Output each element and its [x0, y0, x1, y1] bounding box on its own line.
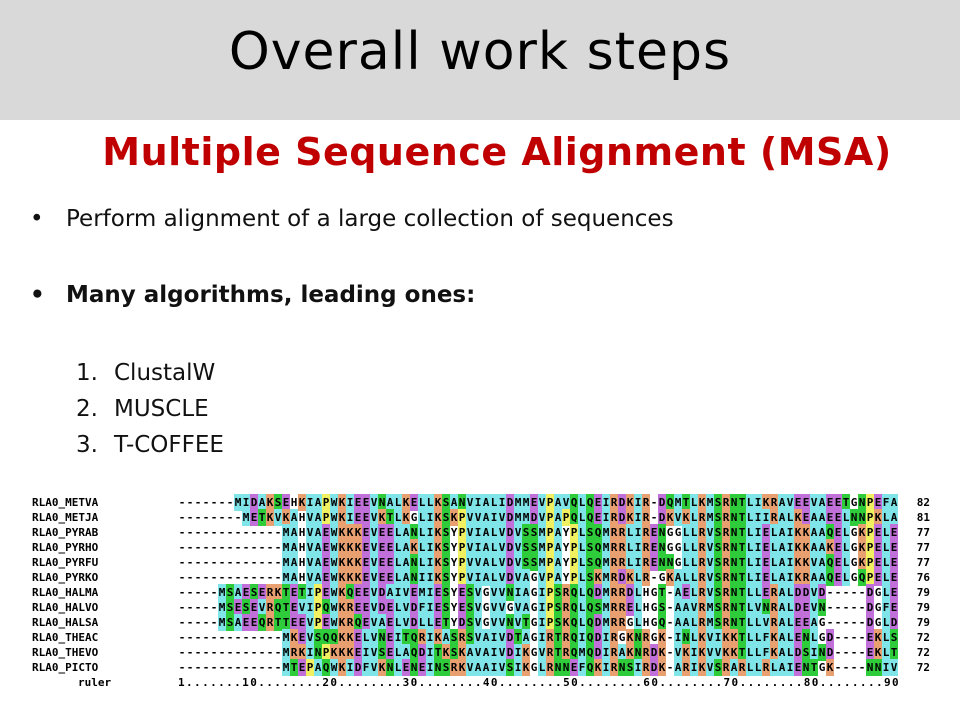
- sequence-name: RLA0_PICTO: [32, 661, 99, 674]
- slide-title: Overall work steps: [228, 22, 732, 82]
- sequence-residues: -------------MAHVAEWKKKEVEELANLIKSYPVIAL…: [178, 524, 898, 541]
- sequence-length: 72: [916, 661, 930, 674]
- sequence-length: 72: [916, 631, 930, 644]
- sequence-name: RLA0_THEVO: [32, 646, 99, 659]
- sequence-name: RLA0_PYRHO: [32, 541, 99, 554]
- alignment-row: RLA0_PYRKO -------------MAHVAEWKKKEVEELAN…: [28, 569, 932, 586]
- alignment-row: RLA0_PICTO -------------MTEPAQWKIDFVKNLEN…: [28, 659, 932, 676]
- sequence-name: ruler: [78, 676, 112, 689]
- sequence-length: 79: [916, 586, 930, 599]
- title-bar: [0, 0, 960, 120]
- alignment-row: RLA0_PYRAB -------------MAHVAEWKKKEVEELAN…: [28, 524, 932, 541]
- alignment-row: RLA0_HALMA -----MSAESERKTETIPEWKQEEVDAIVE…: [28, 584, 932, 601]
- alignment-row: RLA0_THEAC -------------MKEVSQQKKELVNEITQ…: [28, 629, 932, 646]
- sequence-residues: -----MSESEVRQTEVIPQWKREEVDELVDFIESYESVGV…: [178, 599, 898, 616]
- sequence-length: 77: [916, 556, 930, 569]
- alignment-row: RLA0_HALVO -----MSESEVRQTEVIPQWKREEVDELVD…: [28, 599, 932, 616]
- algorithm-number: 1.: [76, 360, 98, 386]
- sequence-length: 79: [916, 601, 930, 614]
- algorithm-item: 3. T-COFFEE: [76, 432, 224, 458]
- sequence-name: RLA0_PYRFU: [32, 556, 99, 569]
- sequence-name: RLA0_METJA: [32, 511, 99, 524]
- sequence-residues: -----MSAEEQRTTEEVPEWKRQEVAELVDLLETYDSVGV…: [178, 614, 898, 631]
- sequence-length: 77: [916, 541, 930, 554]
- sequence-residues: -------------MAHVAEWKKKEVEELANIIKSYPVIAL…: [178, 569, 898, 586]
- sequence-name: RLA0_HALSA: [32, 616, 99, 629]
- sequence-name: RLA0_HALMA: [32, 586, 99, 599]
- sequence-residues: -------------MKEVSQQKKELVNEITQRIKASRSVAI…: [178, 629, 898, 646]
- sequence-length: 82: [916, 496, 930, 509]
- algorithm-item: 2. MUSCLE: [76, 396, 209, 422]
- alignment-row: RLA0_THEVO -------------MRKINPKKKEIVSELAQ…: [28, 644, 932, 661]
- slide-subtitle: Multiple Sequence Alignment (MSA): [102, 130, 892, 174]
- sequence-length: 79: [916, 616, 930, 629]
- bullet-text: Perform alignment of a large collection …: [66, 206, 674, 232]
- sequence-residues: -------------MAHVAEWKKKEVEELAKLIKSYPVIAL…: [178, 539, 898, 556]
- sequence-residues: -------------MAHVAEWKKKEVEELANLIKSYPVVAL…: [178, 554, 898, 571]
- sequence-length: 76: [916, 571, 930, 584]
- bullet-item: • Perform alignment of a large collection…: [30, 206, 674, 232]
- bullet-icon: •: [30, 206, 44, 232]
- sequence-length: 77: [916, 526, 930, 539]
- alignment-row: RLA0_PYRFU -------------MAHVAEWKKKEVEELAN…: [28, 554, 932, 571]
- bullet-item: • Many algorithms, leading ones:: [30, 282, 475, 308]
- sequence-residues: -------------MRKINPKKKEIVSELAQDITKSKAVAI…: [178, 644, 898, 661]
- sequence-name: RLA0_THEAC: [32, 631, 99, 644]
- sequence-residues: --------METKVKAHVAPWKIEEVKTLKGLIKSKPVVAI…: [178, 509, 898, 526]
- sequence-name: RLA0_PYRKO: [32, 571, 99, 584]
- alignment-row: RLA0_METJA --------METKVKAHVAPWKIEEVKTLKG…: [28, 509, 932, 526]
- algorithm-name: T-COFFEE: [114, 432, 224, 458]
- sequence-residues: -------MIDAKSEHKIAPWKIEEVNALKELLKSANVIAL…: [178, 494, 898, 511]
- alignment-row: ruler 1.......10........20........30.....…: [28, 674, 932, 691]
- alignment-row: RLA0_HALSA -----MSAEEQRTTEEVPEWKRQEVAELVD…: [28, 614, 932, 631]
- sequence-residues: 1.......10........20........30........40…: [178, 676, 901, 689]
- sequence-name: RLA0_HALVO: [32, 601, 99, 614]
- algorithm-number: 3.: [76, 432, 98, 458]
- sequence-length: 81: [916, 511, 930, 524]
- sequence-name: RLA0_PYRAB: [32, 526, 99, 539]
- bullet-text: Many algorithms, leading ones:: [66, 282, 476, 308]
- algorithm-number: 2.: [76, 396, 98, 422]
- algorithm-name: MUSCLE: [114, 396, 209, 422]
- alignment-row: RLA0_PYRHO -------------MAHVAEWKKKEVEELAK…: [28, 539, 932, 556]
- sequence-residues: -----MSAESERKTETIPEWKQEEVDAIVEMIESYESVGV…: [178, 584, 898, 601]
- sequence-length: 72: [916, 646, 930, 659]
- alignment-row: RLA0_METVA -------MIDAKSEHKIAPWKIEEVNALKE…: [28, 494, 932, 511]
- algorithm-name: ClustalW: [114, 360, 216, 386]
- sequence-name: RLA0_METVA: [32, 496, 99, 509]
- alignment-image: RLA0_METVA -------MIDAKSEHKIAPWKIEEVNALKE…: [28, 484, 932, 696]
- bullet-icon: •: [30, 282, 45, 308]
- algorithm-item: 1. ClustalW: [76, 360, 215, 386]
- sequence-residues: -------------MTEPAQWKIDFVKNLENEINSRKVAAI…: [178, 659, 898, 676]
